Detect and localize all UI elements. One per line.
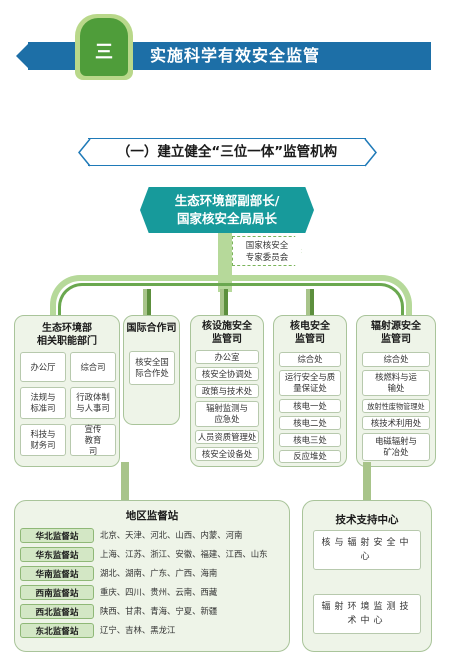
station-name: 西南监督站 (20, 585, 94, 600)
top-leader-line1: 生态环境部副部长/ (174, 193, 280, 208)
station-name: 华北监督站 (20, 528, 94, 543)
top-leader-node: 生态环境部副部长/ 国家核安全局局长 (140, 187, 314, 233)
chapter-title: 实施科学有效安全监管 (150, 46, 321, 65)
dept-head-line: 辐射源安全 (371, 321, 421, 332)
dept-head-line: 核电安全 (290, 321, 330, 332)
dept-head-line: 相关职能部门 (37, 336, 97, 347)
connector-drop-inner (310, 289, 314, 319)
dept-cell: 核电一处 (279, 399, 341, 413)
dept-cell: 核电二处 (279, 416, 341, 430)
station-provinces: 辽宁、吉林、黑龙江 (100, 625, 176, 635)
station-name: 华南监督站 (20, 566, 94, 581)
dept-cell: 核安全协调处 (195, 367, 259, 381)
committee-line1: 国家核安全 (245, 241, 289, 251)
committee-line2: 专家委员会 (245, 253, 289, 263)
dept-head-line: 监管司 (212, 334, 242, 345)
top-leader-line2: 国家核安全局局长 (176, 211, 277, 226)
dept-head-npp: 核电安全 监管司 (273, 320, 347, 346)
chapter-badge (80, 18, 128, 76)
station-provinces: 重庆、四川、贵州、云南、西藏 (100, 587, 218, 597)
dept-cell: 宣传教育司 (70, 424, 116, 456)
expert-committee-node: 国家核安全 专家委员会 (232, 236, 302, 266)
section-title-left-cap (78, 138, 91, 167)
dept-head-facility: 核设施安全 监管司 (190, 320, 264, 346)
connector-stem-regional (121, 462, 129, 502)
dept-cell: 行政体制与人事司 (70, 387, 116, 419)
tech-center-cell: 辐射环境监测技术中心 (313, 594, 421, 634)
dept-head-line: 监管司 (295, 334, 325, 345)
chapter-number: 三 (95, 42, 113, 63)
dept-head-mee: 生态环境部 相关职能部门 (14, 322, 120, 348)
dept-cell: 核安全国际合作处 (129, 351, 175, 385)
station-provinces: 湖北、湖南、广东、广西、海南 (100, 568, 218, 578)
connector-drop-inner (224, 289, 228, 319)
tech-support-title: 技术支持中心 (335, 514, 399, 526)
tech-center-cell: 核与辐射安全中心 (313, 530, 421, 570)
dept-cell: 综合处 (362, 352, 430, 367)
connector-stem-tech (363, 462, 371, 502)
regional-stations-title: 地区监督站 (125, 510, 179, 522)
station-provinces: 上海、江苏、浙江、安徽、福建、江西、山东 (100, 549, 268, 559)
dept-cell: 反应堆处 (279, 450, 341, 463)
dept-cell: 核技术利用处 (362, 416, 430, 430)
dept-cell: 放射性废物管理处 (362, 399, 430, 413)
dept-cell: 政策与技术处 (195, 384, 259, 398)
section-title-right-cap (364, 138, 377, 167)
dept-cell: 人员资质管理处 (195, 430, 259, 444)
station-name: 华东监督站 (20, 547, 94, 562)
dept-cell: 电磁辐射与矿冶处 (362, 433, 430, 461)
dept-cell: 办公室 (195, 350, 259, 364)
dept-cell: 核燃料与运输处 (362, 370, 430, 396)
dept-cell: 综合处 (279, 352, 341, 367)
station-provinces: 陕西、甘肃、青海、宁夏、新疆 (100, 606, 218, 616)
dept-head-radiation: 辐射源安全 监管司 (356, 320, 436, 346)
station-provinces: 北京、天津、河北、山西、内蒙、河南 (100, 530, 243, 540)
station-name: 西北监督站 (20, 604, 94, 619)
section-title: （一）建立健全“三位一体”监管机构 (88, 138, 366, 166)
dept-cell: 核电三处 (279, 433, 341, 447)
station-name: 东北监督站 (20, 623, 94, 638)
dept-head-line: 生态环境部 (42, 323, 92, 334)
dept-cell: 科技与财务司 (20, 424, 66, 456)
connector-drop-inner (147, 289, 151, 319)
dept-cell: 运行安全与质量保证处 (279, 370, 341, 396)
dept-cell: 综合司 (70, 352, 116, 382)
dept-head-line: 核设施安全 (202, 321, 252, 332)
dept-cell: 辐射监测与应急处 (195, 401, 259, 427)
dept-cell: 核安全设备处 (195, 447, 259, 461)
dept-head-line: 国际合作司 (126, 323, 177, 334)
dept-cell: 办公厅 (20, 352, 66, 382)
dept-head-line: 监管司 (381, 334, 411, 345)
dept-cell: 法规与标准司 (20, 387, 66, 419)
dept-head-intl: 国际合作司 (123, 322, 180, 335)
